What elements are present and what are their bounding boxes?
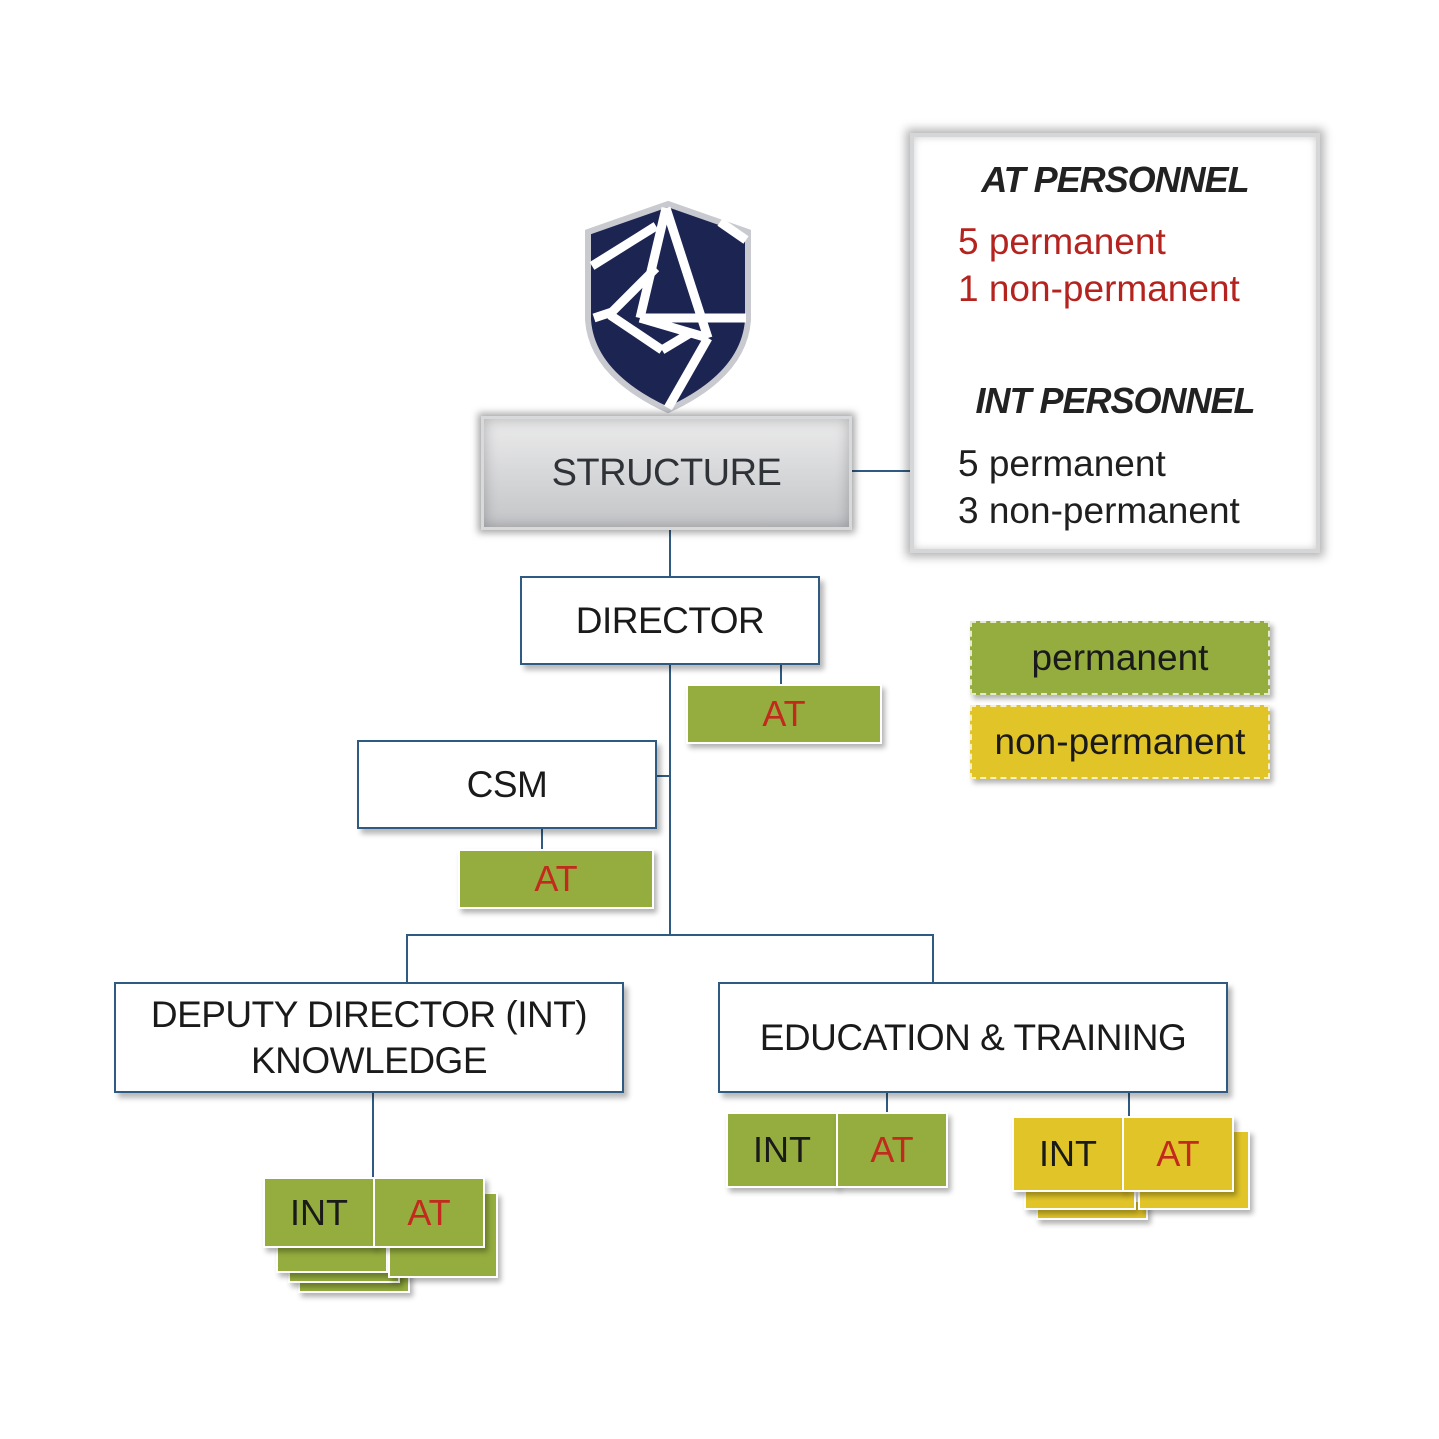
- deputy-int-label: INT: [290, 1191, 348, 1233]
- at-permanent-count: 5 permanent: [958, 221, 1166, 262]
- education-int-tag-non-permanent: INT: [1012, 1116, 1124, 1192]
- legend-permanent: permanent: [970, 621, 1270, 695]
- connector-csm-at: [541, 827, 543, 850]
- int-non-permanent-count: 3 non-permanent: [958, 490, 1240, 531]
- connector-director-trunk: [669, 664, 671, 936]
- deputy-int-tag: INT: [263, 1177, 375, 1248]
- csm-box: CSM: [357, 740, 657, 829]
- connector-education-green-tags: [886, 1091, 888, 1114]
- education-training-box: EDUCATION & TRAINING: [718, 982, 1228, 1093]
- education-int-label-non-permanent: INT: [1039, 1133, 1097, 1174]
- structure-title: STRUCTURE: [551, 451, 782, 494]
- connector-branch-deputy: [406, 934, 408, 984]
- education-int-tag-permanent: INT: [726, 1112, 838, 1188]
- education-at-tag-non-permanent: AT: [1122, 1116, 1234, 1192]
- deputy-director-box: DEPUTY DIRECTOR (INT) KNOWLEDGE: [114, 982, 624, 1093]
- director-label: DIRECTOR: [575, 599, 765, 641]
- connector-branch-education: [932, 934, 934, 984]
- deputy-director-label-line2: KNOWLEDGE: [250, 1039, 488, 1081]
- education-int-label-permanent: INT: [753, 1129, 811, 1170]
- education-at-label-permanent: AT: [870, 1129, 914, 1170]
- personnel-panel: AT PERSONNEL 5 permanent 1 non-permanent…: [910, 133, 1320, 553]
- at-non-permanent-count: 1 non-permanent: [958, 268, 1240, 309]
- structure-banner: STRUCTURE: [481, 416, 852, 530]
- education-training-label: EDUCATION & TRAINING: [759, 1016, 1187, 1058]
- education-yellow-stack-layer: [1024, 1190, 1136, 1210]
- director-at-tag: AT: [686, 684, 882, 744]
- education-at-tag-permanent: AT: [836, 1112, 948, 1188]
- connector-branch-horizontal: [406, 934, 934, 936]
- deputy-director-label-line1: DEPUTY DIRECTOR (INT): [150, 993, 588, 1035]
- connector-education-yellow-tags: [1128, 1091, 1130, 1118]
- csm-at-tag: AT: [458, 849, 654, 909]
- director-at-label: AT: [762, 693, 806, 734]
- deputy-at-label: AT: [407, 1191, 451, 1233]
- connector-director-at: [780, 664, 782, 686]
- int-personnel-heading: INT PERSONNEL: [975, 380, 1255, 421]
- director-box: DIRECTOR: [520, 576, 820, 665]
- csm-at-label: AT: [534, 858, 578, 899]
- shield-logo-icon: [585, 200, 751, 414]
- connector-deputy-tags: [372, 1091, 374, 1179]
- legend-non-permanent: non-permanent: [970, 705, 1270, 779]
- legend-permanent-label: permanent: [1031, 637, 1209, 678]
- connector-structure-director: [669, 530, 671, 578]
- legend-non-permanent-label: non-permanent: [994, 721, 1246, 762]
- csm-label: CSM: [466, 763, 548, 805]
- int-permanent-count: 5 permanent: [958, 443, 1166, 484]
- education-at-label-non-permanent: AT: [1156, 1133, 1200, 1174]
- at-personnel-heading: AT PERSONNEL: [981, 159, 1249, 200]
- connector-csm-trunk: [654, 775, 671, 777]
- deputy-at-tag: AT: [373, 1177, 485, 1248]
- connector-structure-personnel: [852, 470, 912, 472]
